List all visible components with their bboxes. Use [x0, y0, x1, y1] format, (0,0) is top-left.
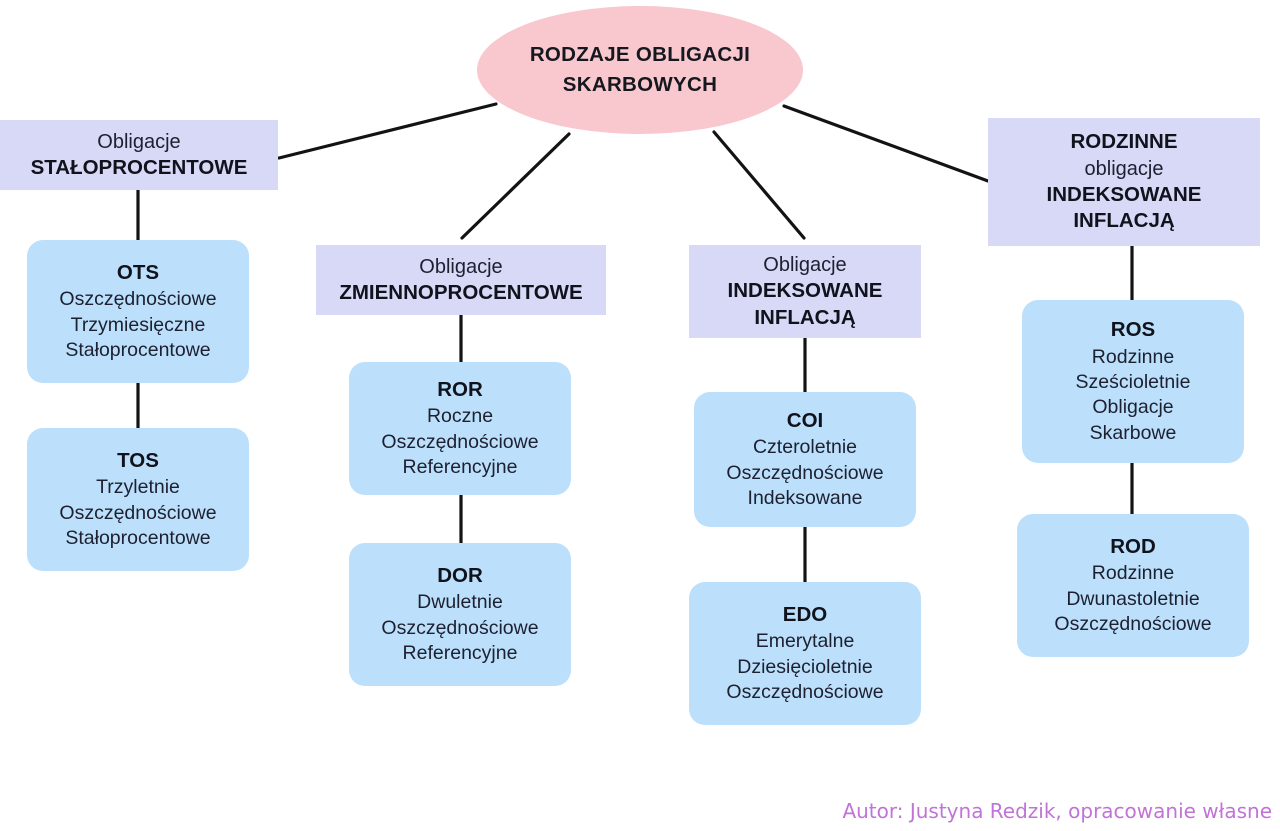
leaf-line: Trzymiesięczne — [70, 313, 206, 336]
leaf-line: Sześcioletnie — [1075, 370, 1191, 393]
leaf-line: Emerytalne — [755, 630, 855, 653]
category-box-zmiennoprocentowe[interactable]: Obligacje ZMIENNOPROCENTOWE — [316, 245, 606, 315]
category-label-line1: Obligacje — [97, 130, 181, 153]
leaf-line: Czteroletnie — [752, 436, 858, 459]
leaf-line: Trzyletnie — [96, 476, 180, 499]
leaf-code: DOR — [437, 563, 483, 587]
connector-root-to-zmiennoprocentowe — [460, 132, 571, 240]
category-label-line2: ZMIENNOPROCENTOWE — [339, 280, 583, 304]
leaf-line: Oszczędnościowe — [381, 430, 539, 453]
category-label-line3: INDEKSOWANE — [1046, 182, 1202, 206]
leaf-code: ROD — [1110, 534, 1156, 558]
leaf-line: Oszczędnościowe — [726, 680, 884, 703]
leaf-code: OTS — [116, 260, 160, 284]
leaf-line: Rodzinne — [1091, 345, 1175, 368]
category-label-line2: INDEKSOWANE — [727, 278, 883, 302]
category-box-rodzinne[interactable]: RODZINNE obligacje INDEKSOWANE INFLACJĄ — [988, 118, 1260, 246]
leaf-line: Obligacje — [1092, 396, 1174, 419]
category-label-line2: STAŁOPROCENTOWE — [30, 155, 248, 179]
leaf-box-edo[interactable]: EDO Emerytalne Dziesięcioletnie Oszczędn… — [689, 582, 921, 725]
leaf-box-ros[interactable]: ROS Rodzinne Sześcioletnie Obligacje Ska… — [1022, 300, 1244, 463]
leaf-box-coi[interactable]: COI Czteroletnie Oszczędnościowe Indekso… — [694, 392, 916, 527]
leaf-line: Oszczędnościowe — [726, 461, 884, 484]
leaf-code: ROR — [437, 377, 483, 401]
category-label-line1: Obligacje — [763, 253, 847, 276]
leaf-line: Skarbowe — [1089, 421, 1177, 444]
leaf-line: Dwuletnie — [417, 591, 503, 614]
category-label-line2: obligacje — [1084, 157, 1164, 180]
leaf-line: Dwunastoletnie — [1066, 587, 1200, 610]
leaf-line: Indeksowane — [747, 486, 863, 509]
root-node[interactable]: RODZAJE OBLIGACJI SKARBOWYCH — [477, 6, 803, 134]
leaf-box-rod[interactable]: ROD Rodzinne Dwunastoletnie Oszczędności… — [1017, 514, 1249, 657]
category-label-line1: Obligacje — [419, 255, 503, 278]
leaf-line: Referencyjne — [402, 455, 518, 478]
connector-root-to-indeksowane — [712, 130, 806, 240]
category-box-indeksowane-inflacja[interactable]: Obligacje INDEKSOWANE INFLACJĄ — [689, 245, 921, 338]
leaf-line: Stałoprocentowe — [65, 526, 211, 549]
leaf-line: Roczne — [426, 405, 494, 428]
root-node-label: RODZAJE OBLIGACJI SKARBOWYCH — [529, 43, 751, 96]
leaf-code: TOS — [117, 448, 159, 472]
leaf-code: EDO — [782, 602, 828, 626]
leaf-box-dor[interactable]: DOR Dwuletnie Oszczędnościowe Referencyj… — [349, 543, 571, 686]
leaf-line: Oszczędnościowe — [381, 616, 539, 639]
leaf-line: Dziesięcioletnie — [737, 655, 873, 678]
leaf-line: Oszczędnościowe — [59, 288, 217, 311]
category-box-staloprocentowe[interactable]: Obligacje STAŁOPROCENTOWE — [0, 120, 278, 190]
author-credit: Autor: Justyna Redzik, opracowanie własn… — [842, 799, 1272, 823]
leaf-code: COI — [786, 408, 824, 432]
leaf-box-ots[interactable]: OTS Oszczędnościowe Trzymiesięczne Stało… — [27, 240, 249, 383]
leaf-line: Rodzinne — [1091, 562, 1175, 585]
connector-root-to-staloprocentowe — [277, 102, 498, 160]
leaf-box-tos[interactable]: TOS Trzyletnie Oszczędnościowe Stałoproc… — [27, 428, 249, 571]
leaf-line: Oszczędnościowe — [59, 501, 217, 524]
leaf-line: Oszczędnościowe — [1054, 612, 1212, 635]
category-label-line1: RODZINNE — [1070, 130, 1178, 154]
leaf-line: Stałoprocentowe — [65, 338, 211, 361]
leaf-line: Referencyjne — [402, 641, 518, 664]
category-label-line4: INFLACJĄ — [1073, 209, 1175, 233]
leaf-code: ROS — [1110, 317, 1156, 341]
leaf-box-ror[interactable]: ROR Roczne Oszczędnościowe Referencyjne — [349, 362, 571, 495]
category-label-line3: INFLACJĄ — [754, 305, 856, 329]
connector-root-to-rodzinne — [782, 104, 990, 183]
